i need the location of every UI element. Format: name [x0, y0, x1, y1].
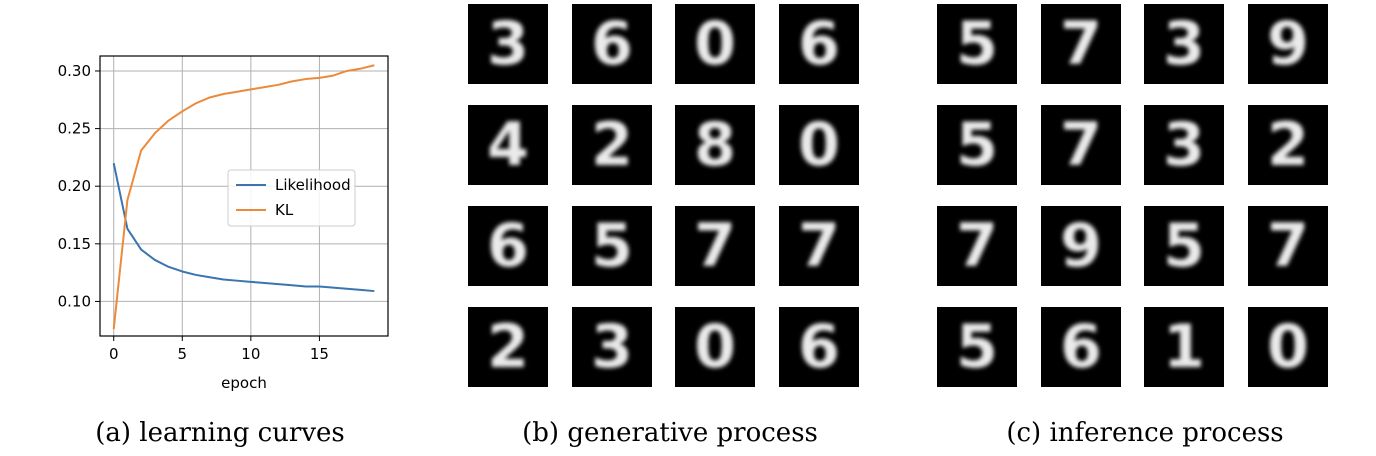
inference-digit-image: 6: [1041, 307, 1121, 387]
y-tick-label: 0.20: [58, 177, 91, 195]
learning-curves-chart: 0 5 10 15 0.10 0.15 0.20 0.25 0.30 epoch Likelih…: [58, 55, 389, 392]
caption-inference-process: (c) inference process: [1006, 418, 1284, 448]
series-line-kl: [112, 64, 375, 330]
digit-glyph: 0: [694, 9, 736, 79]
series-layer: [112, 64, 375, 330]
digit-glyph: 8: [694, 110, 736, 180]
digit-glyph: 7: [798, 211, 840, 281]
x-tick-label: 5: [178, 345, 188, 363]
inference-digit-image: 7: [1041, 105, 1121, 185]
generative-digit-image: 3: [572, 307, 652, 387]
x-tick-label: 15: [310, 345, 329, 363]
digit-glyph: 6: [1060, 312, 1102, 382]
inference-digit-image: 5: [937, 307, 1017, 387]
inference-digit-image: 1: [1144, 307, 1224, 387]
inference-digit-image: 3: [1144, 4, 1224, 84]
digit-glyph: 5: [591, 211, 633, 281]
legend: Likelihood KL: [227, 169, 356, 227]
generative-digit-image: 6: [779, 307, 859, 387]
y-tick-label: 0.15: [58, 235, 91, 253]
digit-glyph: 3: [1163, 110, 1205, 180]
digit-glyph: 3: [1163, 9, 1205, 79]
y-tick-label: 0.30: [58, 62, 91, 80]
digit-glyph: 7: [1060, 9, 1102, 79]
generative-digit-image: 5: [572, 206, 652, 286]
generative-digit-image: 4: [468, 105, 548, 185]
digit-glyph: 3: [591, 312, 633, 382]
digit-glyph: 0: [694, 312, 736, 382]
legend-label-kl: KL: [275, 201, 294, 219]
generative-digit-image: 3: [468, 4, 548, 84]
generative-digit-image: 8: [675, 105, 755, 185]
inference-digit-image: 9: [1248, 4, 1328, 84]
generative-digit-image: 2: [468, 307, 548, 387]
digit-glyph: 1: [1163, 312, 1205, 382]
digit-glyph: 7: [1267, 211, 1309, 281]
digit-glyph: 0: [798, 110, 840, 180]
digit-glyph: 5: [956, 312, 998, 382]
x-tick-label: 0: [109, 345, 119, 363]
generative-digit-image: 7: [779, 206, 859, 286]
digit-glyph: 7: [694, 211, 736, 281]
digit-glyph: 3: [487, 9, 529, 79]
inference-digit-image: 5: [937, 105, 1017, 185]
axis-ticks: 0 5 10 15 0.10 0.15 0.20 0.25 0.30: [58, 62, 329, 363]
generative-digit-image: 6: [572, 4, 652, 84]
digit-glyph: 6: [798, 312, 840, 382]
generative-digit-image: 0: [779, 105, 859, 185]
digit-glyph: 2: [487, 312, 529, 382]
inference-digit-image: 7: [1041, 4, 1121, 84]
x-axis-label: epoch: [221, 374, 267, 392]
digit-glyph: 5: [956, 110, 998, 180]
generative-digit-image: 2: [572, 105, 652, 185]
inference-digit-image: 5: [1144, 206, 1224, 286]
generative-digit-image: 7: [675, 206, 755, 286]
digit-glyph: 0: [1267, 312, 1309, 382]
legend-label-likelihood: Likelihood: [275, 176, 351, 194]
inference-digit-image: 9: [1041, 206, 1121, 286]
generative-digit-image: 6: [468, 206, 548, 286]
digit-glyph: 2: [591, 110, 633, 180]
digit-glyph: 9: [1060, 211, 1102, 281]
inference-digit-image: 2: [1248, 105, 1328, 185]
digit-glyph: 2: [1267, 110, 1309, 180]
inference-digit-image: 0: [1248, 307, 1328, 387]
inference-digit-image: 7: [937, 206, 1017, 286]
plot-frame: [99, 55, 389, 337]
caption-learning-curves: (a) learning curves: [95, 418, 345, 448]
digit-glyph: 5: [1163, 211, 1205, 281]
x-tick-label: 10: [241, 345, 260, 363]
digit-glyph: 6: [487, 211, 529, 281]
generative-digit-image: 0: [675, 4, 755, 84]
digit-glyph: 7: [956, 211, 998, 281]
y-tick-label: 0.10: [58, 292, 91, 310]
series-line-likelihood: [112, 162, 375, 293]
grid-lines: [100, 56, 388, 336]
digit-glyph: 9: [1267, 9, 1309, 79]
digit-glyph: 4: [487, 110, 529, 180]
inference-digit-image: 5: [937, 4, 1017, 84]
digit-glyph: 7: [1060, 110, 1102, 180]
inference-digit-image: 7: [1248, 206, 1328, 286]
generative-digit-image: 0: [675, 307, 755, 387]
generative-digit-image: 6: [779, 4, 859, 84]
digit-glyph: 5: [956, 9, 998, 79]
caption-generative-process: (b) generative process: [522, 418, 818, 448]
y-tick-label: 0.25: [58, 120, 91, 138]
digit-glyph: 6: [591, 9, 633, 79]
digit-glyph: 6: [798, 9, 840, 79]
inference-digit-image: 3: [1144, 105, 1224, 185]
